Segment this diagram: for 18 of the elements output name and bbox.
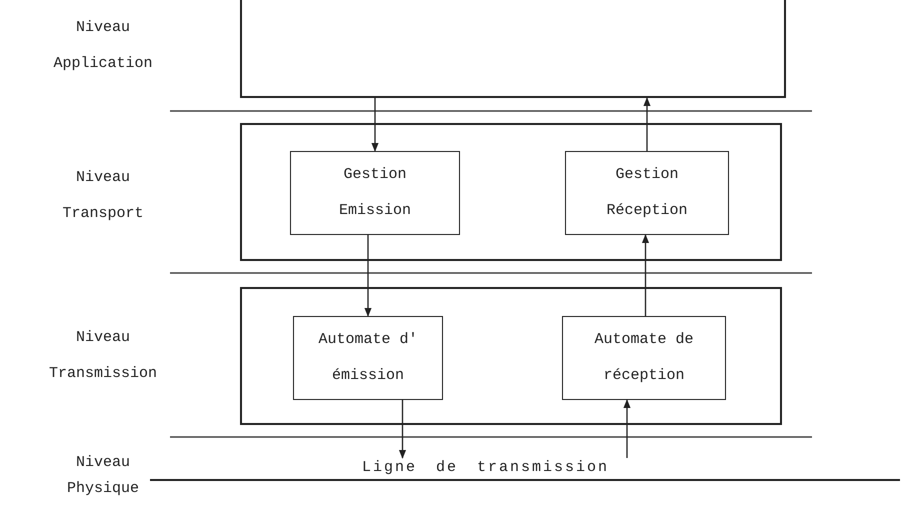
process-box: Automate de réception [562,316,726,400]
process-box: Gestion Emission [290,151,460,235]
layer-box [240,123,782,261]
layer-label: Niveau Transmission [48,328,158,384]
arrow [643,97,651,151]
arrow [623,399,631,458]
arrow [642,234,650,316]
layer-label: Niveau Application [52,18,154,74]
arrow [364,235,372,317]
layer-label: Niveau Physique [66,453,140,499]
arrow [371,98,379,152]
process-box: Automate d' émission [293,316,443,400]
layer-box [240,287,782,425]
arrow [398,400,406,459]
process-box: Gestion Réception [565,151,729,235]
line-label: Ligne de transmission [362,458,692,478]
application-frame [240,0,786,98]
layer-label: Niveau Transport [62,168,145,224]
